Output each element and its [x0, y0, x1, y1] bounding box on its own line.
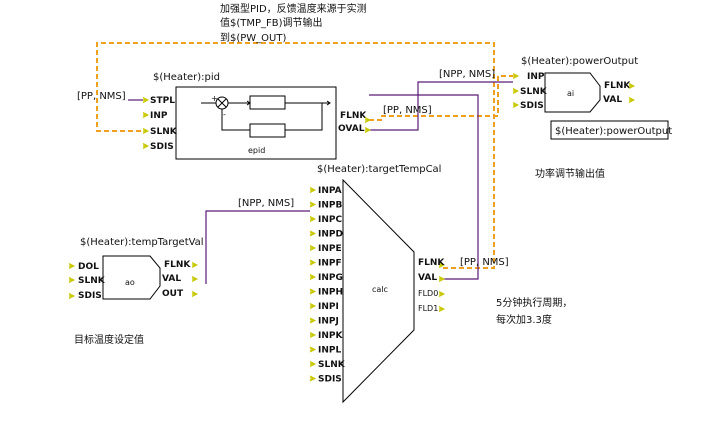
orange-links: [96, 42, 513, 269]
temp-target-port-slnk[interactable]: SLNK: [78, 276, 106, 286]
calc-note-line2: 每次加3.3度: [496, 313, 552, 326]
link-label-pp-nms-mid: [PP, NMS]: [383, 105, 432, 116]
pid-note-line2: 值$(TMP_FB)调节输出: [220, 16, 323, 29]
pid-note-line3: 到$(PW_OUT): [220, 32, 286, 44]
target-note: 目标温度设定值: [74, 333, 144, 346]
calc-port-inpe[interactable]: INPE: [318, 244, 342, 254]
pid-input-ports: [142, 97, 149, 149]
temp-target-port-flnk[interactable]: FLNK: [164, 260, 191, 270]
calc-port-inph[interactable]: INPH: [318, 288, 343, 298]
svg-text:-: -: [223, 110, 226, 119]
temp-target-port-val[interactable]: VAL: [162, 274, 181, 284]
link-ao-to-calc[interactable]: [205, 210, 310, 284]
temp-target-type: ao: [125, 278, 135, 287]
calc-record-shape: [342, 178, 415, 404]
pid-port-stpl[interactable]: STPL: [150, 96, 175, 106]
power-port-sdis[interactable]: SDIS: [520, 101, 544, 111]
link-label-npp-nms-top: [NPP, NMS]: [439, 69, 495, 80]
temp-target-shape: [102, 255, 161, 300]
pid-internal-diagram: [201, 95, 331, 138]
calc-port-inpc[interactable]: INPC: [318, 215, 342, 225]
purple-links: [128, 81, 513, 284]
power-port-flnk[interactable]: FLNK: [604, 81, 631, 91]
calc-record[interactable]: $(Heater):targetTempCal calc FLNK VAL FL…: [309, 164, 445, 404]
calc-port-val[interactable]: VAL: [418, 273, 437, 283]
calc-record-name: $(Heater):targetTempCal: [317, 164, 441, 175]
pid-port-sdis[interactable]: SDIS: [150, 142, 174, 152]
power-record-type: ai: [567, 89, 574, 98]
pid-record-type: epid: [248, 146, 265, 155]
temp-target-port-out[interactable]: OUT: [162, 289, 184, 299]
pid-record[interactable]: $(Heater):pid + - epid STPL INP SLNK SDI…: [142, 72, 371, 160]
pid-port-slnk[interactable]: SLNK: [150, 127, 178, 137]
power-port-inp[interactable]: INP: [527, 72, 545, 82]
pid-port-flnk[interactable]: FLNK: [340, 111, 367, 121]
calc-port-inpb[interactable]: INPB: [318, 201, 342, 211]
link-pid-oval-to-power-inp[interactable]: [369, 75, 513, 121]
temp-target-record-name: $(Heater):tempTargetVal: [80, 237, 204, 248]
calc-record-type: calc: [372, 285, 388, 294]
link-label-pp-nms-left: [PP, NMS]: [77, 91, 126, 102]
power-record-shape: [544, 72, 601, 113]
calc-input-ports: [309, 187, 316, 382]
link-label-npp-nms-calc: [NPP, NMS]: [238, 198, 294, 209]
link-calc-to-pid[interactable]: [369, 94, 479, 280]
link-calc-val-to-pid-slnk[interactable]: [96, 42, 495, 269]
calc-port-inpk[interactable]: INPK: [318, 331, 343, 341]
calc-port-fld1[interactable]: FLD1: [418, 304, 438, 313]
link-label-pp-nms-right: [PP, NMS]: [460, 257, 509, 268]
pid-port-inp[interactable]: INP: [150, 111, 168, 121]
pid-record-box: [175, 86, 337, 160]
temp-target-record[interactable]: $(Heater):tempTargetVal ao DOL SLNK SDIS…: [68, 237, 204, 301]
calc-port-inpj[interactable]: INPJ: [318, 317, 339, 327]
temp-target-port-dol[interactable]: DOL: [78, 262, 99, 272]
pid-port-oval[interactable]: OVAL: [338, 124, 365, 134]
svg-text:+: +: [211, 94, 218, 103]
power-value-label: $(Heater):powerOutput: [555, 126, 672, 137]
link-pid-oval-to-power[interactable]: [369, 81, 513, 131]
power-note: 功率调节输出值: [535, 167, 605, 180]
pid-note-line1: 加强型PID，反馈温度来源于实测: [220, 2, 367, 15]
calc-port-inpf[interactable]: INPF: [318, 259, 342, 269]
power-port-slnk[interactable]: SLNK: [520, 87, 548, 97]
calc-port-inpa[interactable]: INPA: [318, 186, 342, 196]
calc-port-inpg[interactable]: INPG: [318, 273, 343, 283]
calc-note-line1: 5分钟执行周期，: [496, 296, 572, 309]
pid-record-name: $(Heater):pid: [153, 72, 220, 83]
calc-port-flnk[interactable]: FLNK: [418, 258, 445, 268]
power-port-val[interactable]: VAL: [603, 95, 622, 105]
power-record[interactable]: $(Heater):powerOutput ai INP SLNK SDIS F…: [512, 56, 672, 140]
calc-port-sdis[interactable]: SDIS: [318, 375, 342, 385]
calc-port-fld0[interactable]: FLD0: [418, 289, 438, 298]
temp-target-port-sdis[interactable]: SDIS: [78, 291, 102, 301]
calc-port-inpi[interactable]: INPI: [318, 302, 339, 312]
power-value-box: [550, 120, 669, 140]
calc-port-inpd[interactable]: INPD: [318, 230, 343, 240]
calc-port-inpl[interactable]: INPL: [318, 346, 341, 356]
calc-port-slnk[interactable]: SLNK: [318, 360, 346, 370]
power-record-name: $(Heater):powerOutput: [521, 56, 638, 67]
